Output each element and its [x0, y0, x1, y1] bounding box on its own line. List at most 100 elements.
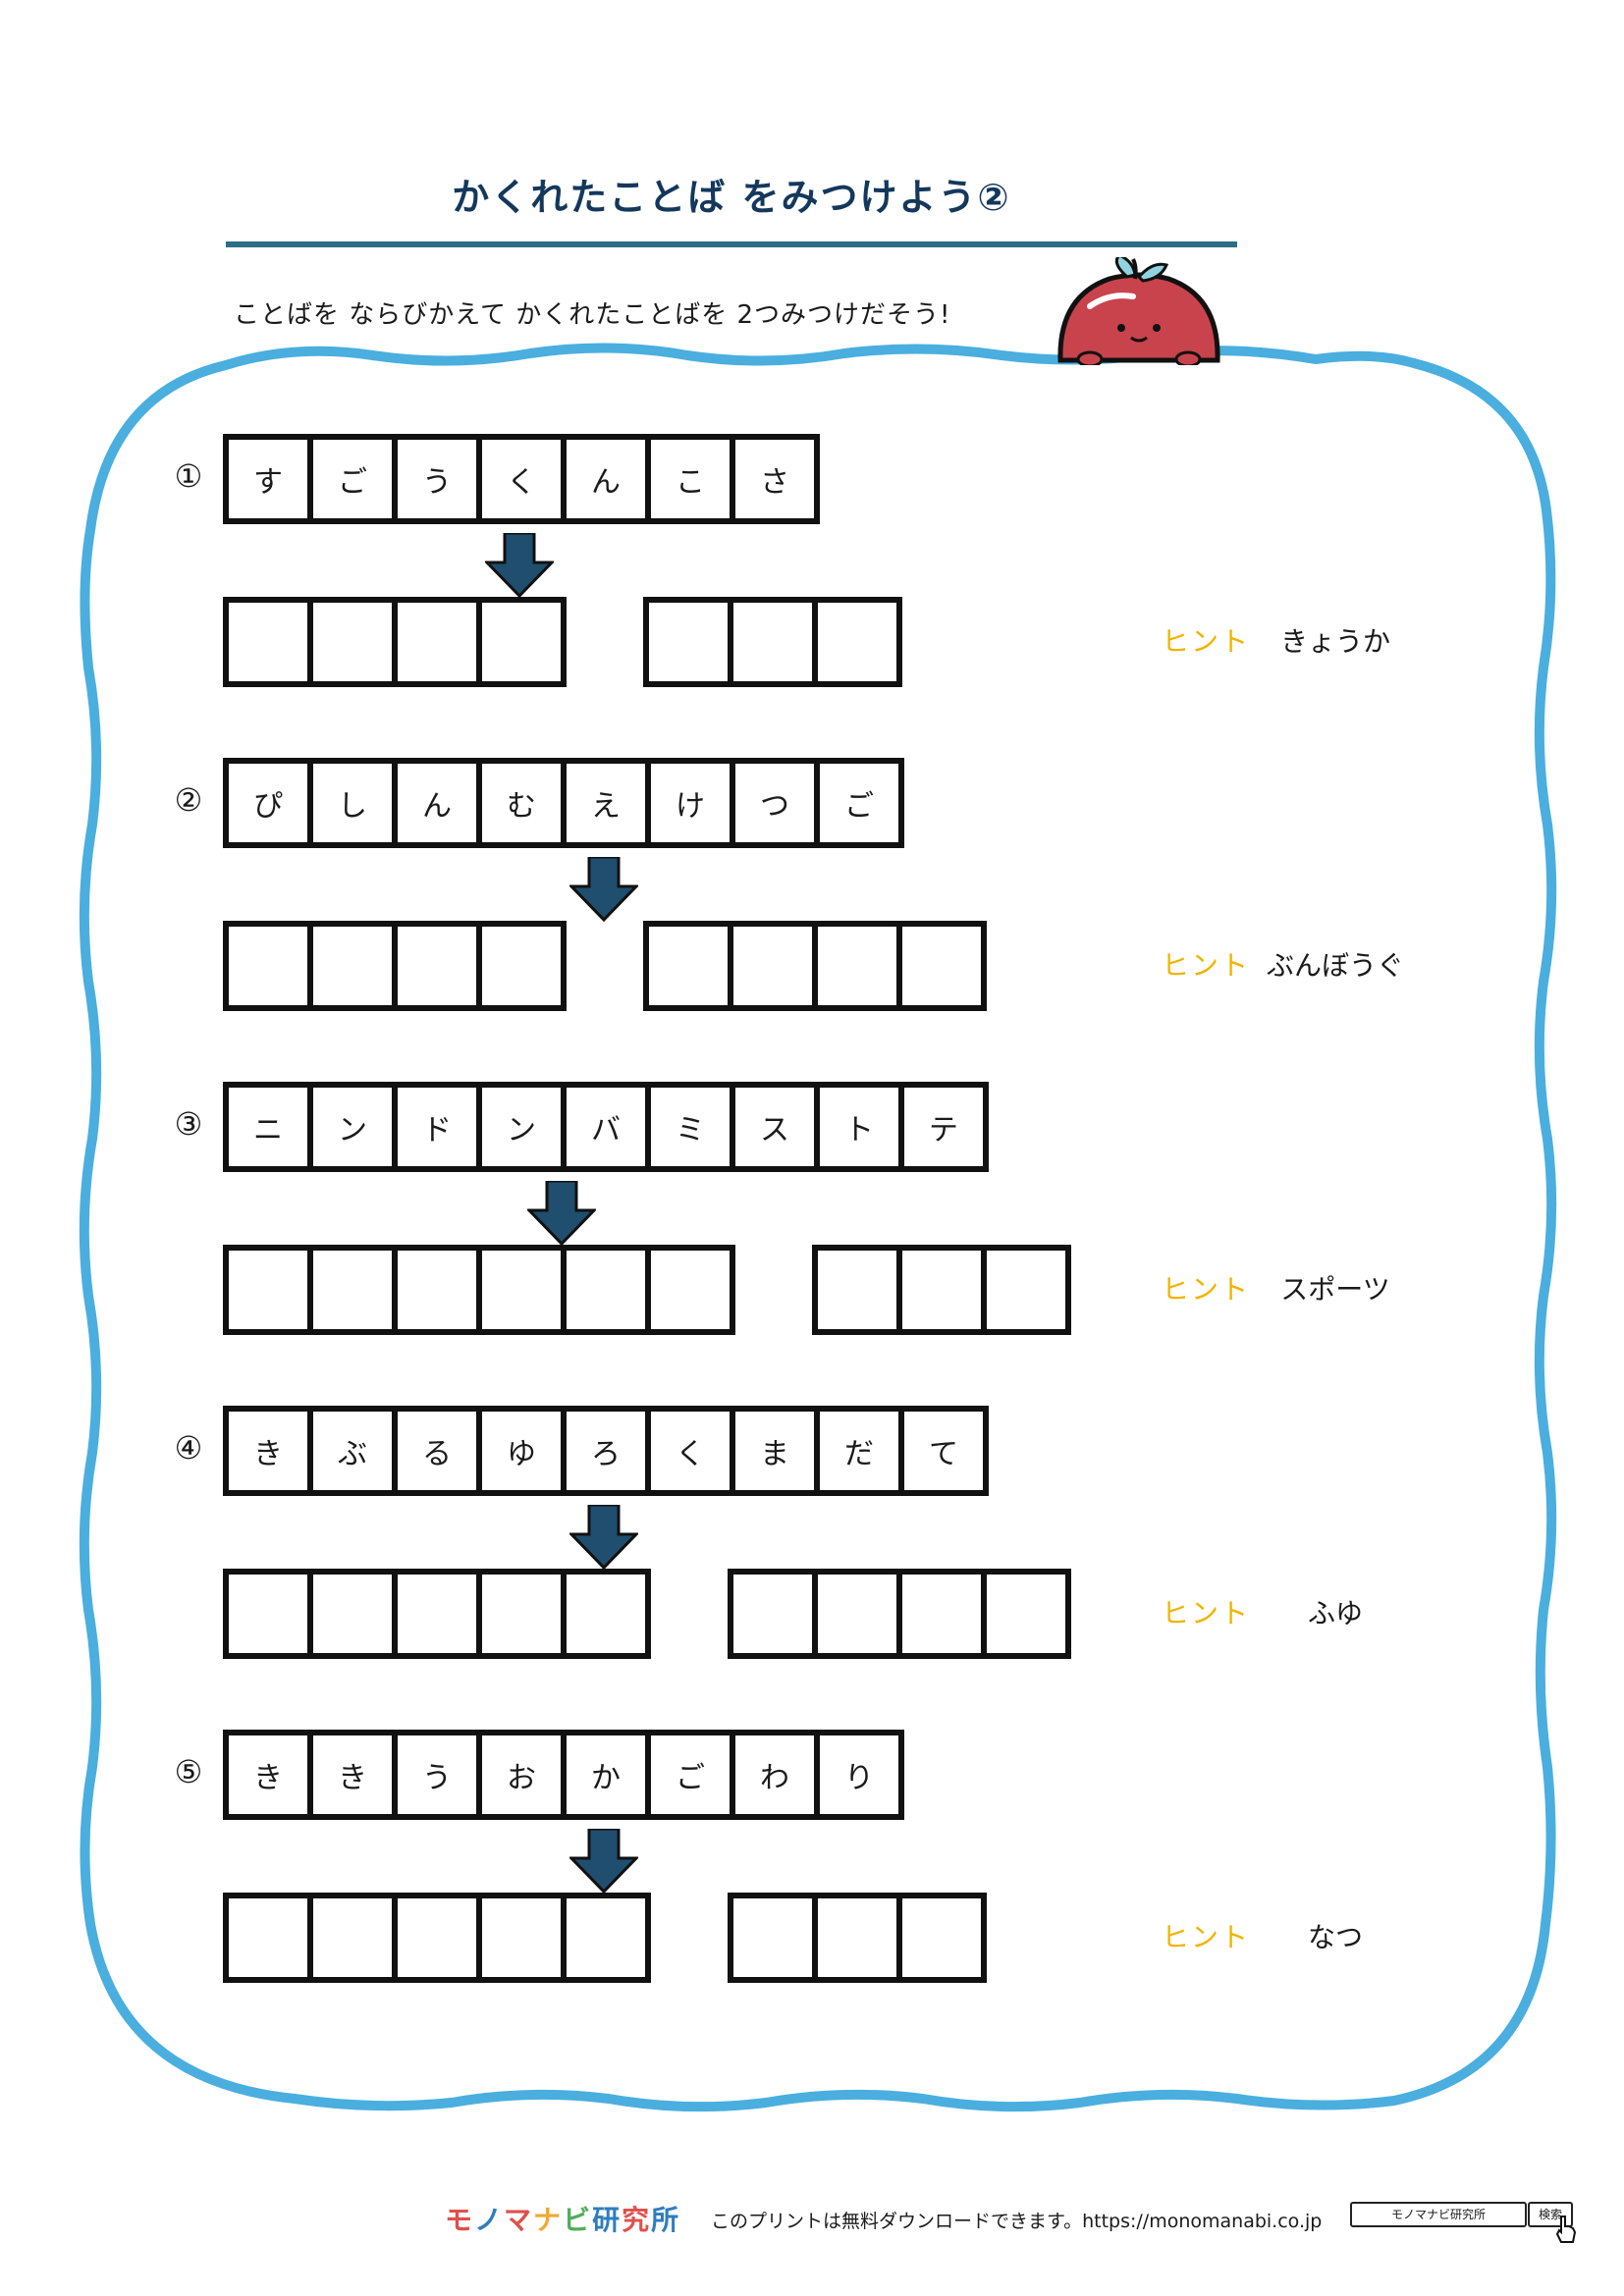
- hint-label: ヒント: [1162, 625, 1251, 658]
- answer-cell[interactable]: [229, 1575, 307, 1653]
- letter-row: き き う お か ご わ り: [223, 1730, 904, 1820]
- answer-box-1[interactable]: [223, 597, 567, 687]
- answer-cell[interactable]: [229, 927, 307, 1005]
- answer-cell[interactable]: [398, 927, 476, 1005]
- answer-cell[interactable]: [902, 927, 981, 1005]
- letter-cell: バ: [567, 1088, 645, 1166]
- logo-char: モ: [445, 2204, 475, 2236]
- letter-cell: テ: [904, 1088, 983, 1166]
- letter-cell: ド: [398, 1088, 476, 1166]
- answer-cell[interactable]: [902, 1575, 981, 1653]
- logo-char: マ: [504, 2204, 534, 2236]
- footer-download-text[interactable]: このプリントは無料ダウンロードできます。https://monomanabi.c…: [711, 2211, 1323, 2232]
- letter-cell: き: [313, 1735, 392, 1814]
- answer-cell[interactable]: [313, 1251, 392, 1329]
- letter-row: き ぶ る ゆ ろ く ま だ て: [223, 1406, 989, 1496]
- answer-cell[interactable]: [398, 1575, 476, 1653]
- answer-box-2[interactable]: [643, 597, 902, 687]
- answer-cell[interactable]: [733, 1575, 812, 1653]
- answer-cell[interactable]: [902, 1898, 981, 1977]
- answer-cell[interactable]: [818, 927, 896, 1005]
- title-underline: [226, 241, 1237, 247]
- hand-cursor-icon: [1555, 2216, 1577, 2243]
- answer-cell[interactable]: [567, 1575, 645, 1653]
- answer-cell[interactable]: [398, 1251, 476, 1329]
- hint-text: ぶんぼうぐ: [1266, 949, 1404, 982]
- answer-cell[interactable]: [733, 1898, 812, 1977]
- answer-cell[interactable]: [313, 603, 392, 681]
- letter-cell: き: [229, 1412, 307, 1490]
- answer-cell[interactable]: [398, 1898, 476, 1977]
- letter-cell: て: [904, 1412, 983, 1490]
- answer-box-2[interactable]: [728, 1893, 987, 1983]
- puzzle-number: ①: [174, 457, 203, 495]
- letter-cell: る: [398, 1412, 476, 1490]
- answer-cell[interactable]: [818, 1251, 896, 1329]
- letter-cell: ご: [313, 440, 392, 518]
- letter-cell: う: [398, 1735, 476, 1814]
- answer-cell[interactable]: [567, 1251, 645, 1329]
- letter-cell: こ: [651, 440, 730, 518]
- footer-logo[interactable]: モノマナビ研究所: [445, 2199, 680, 2238]
- letter-cell: ん: [567, 440, 645, 518]
- answer-cell[interactable]: [482, 1251, 561, 1329]
- answer-cell[interactable]: [313, 1898, 392, 1977]
- page-title: かくれたことば をみつけよう②: [452, 176, 1011, 219]
- puzzle-number: ④: [174, 1429, 203, 1467]
- answer-cell[interactable]: [398, 603, 476, 681]
- answer-cell[interactable]: [313, 1575, 392, 1653]
- hint-label: ヒント: [1162, 1273, 1251, 1306]
- answer-cell[interactable]: [229, 1251, 307, 1329]
- letter-cell: か: [567, 1735, 645, 1814]
- answer-cell[interactable]: [482, 603, 561, 681]
- apple-mascot: [1057, 257, 1220, 365]
- puzzle-number: ②: [174, 781, 203, 819]
- letter-cell: わ: [735, 1735, 814, 1814]
- answer-box-1[interactable]: [223, 1569, 651, 1659]
- answer-cell[interactable]: [482, 1898, 561, 1977]
- answer-box-1[interactable]: [223, 1893, 651, 1983]
- letter-cell: ン: [313, 1088, 392, 1166]
- answer-box-1[interactable]: [223, 921, 567, 1011]
- letter-cell: ご: [651, 1735, 730, 1814]
- puzzle-number: ⑤: [174, 1753, 203, 1790]
- answer-cell[interactable]: [482, 1575, 561, 1653]
- answer-cell[interactable]: [649, 927, 728, 1005]
- down-arrow-icon: [569, 857, 638, 922]
- letter-row: ニ ン ド ン バ ミ ス ト テ: [223, 1082, 989, 1172]
- logo-char: ナ: [533, 2204, 564, 2236]
- down-arrow-icon: [527, 1181, 596, 1246]
- answer-cell[interactable]: [818, 1575, 896, 1653]
- down-arrow-icon: [569, 1505, 638, 1570]
- answer-cell[interactable]: [229, 1898, 307, 1977]
- answer-cell[interactable]: [567, 1898, 645, 1977]
- letter-cell: く: [651, 1412, 730, 1490]
- logo-char: 究: [622, 2204, 652, 2236]
- answer-cell[interactable]: [482, 927, 561, 1005]
- answer-cell[interactable]: [818, 603, 896, 681]
- answer-cell[interactable]: [313, 927, 392, 1005]
- answer-box-2[interactable]: [812, 1245, 1071, 1335]
- answer-cell[interactable]: [733, 927, 812, 1005]
- answer-cell[interactable]: [818, 1898, 896, 1977]
- answer-cell[interactable]: [987, 1575, 1065, 1653]
- answer-cell[interactable]: [229, 603, 307, 681]
- answer-cell[interactable]: [649, 603, 728, 681]
- answer-cell[interactable]: [987, 1251, 1065, 1329]
- letter-cell: す: [229, 440, 307, 518]
- answer-cell[interactable]: [651, 1251, 730, 1329]
- letter-cell: ぶ: [313, 1412, 392, 1490]
- letter-row: す ご う く ん こ さ: [223, 434, 820, 524]
- search-button[interactable]: 検索: [1528, 2202, 1573, 2227]
- answer-cell[interactable]: [733, 603, 812, 681]
- answer-box-1[interactable]: [223, 1245, 735, 1335]
- letter-cell: さ: [735, 440, 814, 518]
- answer-box-2[interactable]: [643, 921, 987, 1011]
- hint-label: ヒント: [1162, 1597, 1251, 1629]
- letter-cell: ゆ: [482, 1412, 561, 1490]
- puzzle-number: ③: [174, 1105, 203, 1143]
- answer-cell[interactable]: [902, 1251, 981, 1329]
- answer-box-2[interactable]: [728, 1569, 1071, 1659]
- letter-cell: だ: [820, 1412, 898, 1490]
- search-input[interactable]: モノマナビ研究所: [1350, 2202, 1527, 2227]
